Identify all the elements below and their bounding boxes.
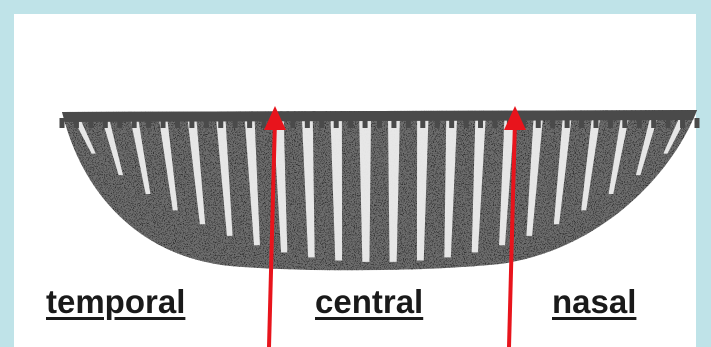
lens-rim-tooth: [579, 118, 584, 128]
lens-rim-tooth: [637, 118, 642, 128]
lens-rim-tooth: [103, 118, 108, 128]
lens-rim-tooth: [565, 118, 570, 128]
lens-rim-tooth: [204, 118, 209, 128]
lens-rim-tooth: [449, 118, 454, 128]
lens-rim-tooth: [60, 118, 65, 128]
lens-rim-tooth: [622, 118, 627, 128]
lens-rim-tooth: [117, 118, 122, 128]
lens-rim-tooth: [608, 118, 613, 128]
lens-rim-tooth: [492, 118, 497, 128]
lens-rim-tooth: [189, 118, 194, 128]
lens-rim-tooth: [290, 118, 295, 128]
lens-rim-tooth: [334, 118, 339, 128]
lens-rim-tooth: [680, 118, 685, 128]
lens-rim-tooth: [377, 118, 382, 128]
lens-rim-tooth: [651, 118, 656, 128]
lens-rim-tooth: [391, 118, 396, 128]
lens-bowl: [55, 105, 705, 280]
lens-rim-tooth: [420, 118, 425, 128]
lens-rim-tooth: [363, 118, 368, 128]
label-central: central: [315, 284, 423, 320]
lens-rim-tooth: [666, 118, 671, 128]
lens-rim-tooth: [348, 118, 353, 128]
lens-rim-tooth: [146, 118, 151, 128]
lens-rim-tooth: [536, 118, 541, 128]
lens-rim-tooth: [132, 118, 137, 128]
lens-rim-tooth: [695, 118, 700, 128]
label-nasal: nasal: [552, 284, 636, 320]
lens-rim-tooth: [435, 118, 440, 128]
lens-rim-tooth: [305, 118, 310, 128]
label-temporal: temporal: [46, 284, 185, 320]
lens-rim-tooth: [406, 118, 411, 128]
lens-rim-tooth: [175, 118, 180, 128]
lens-rim-tooth: [88, 118, 93, 128]
lens-rim-tooth: [464, 118, 469, 128]
lens-rim-tooth: [550, 118, 555, 128]
lens-rim-tooth: [478, 118, 483, 128]
lens-rim-tooth: [593, 118, 598, 128]
lens-rim-tooth: [247, 118, 252, 128]
lens-rim-tooth: [74, 118, 79, 128]
lens-rim-tooth: [218, 118, 223, 128]
lens-rim-tooth: [233, 118, 238, 128]
lens-rim-tooth: [319, 118, 324, 128]
lens-rim-tooth: [161, 118, 166, 128]
